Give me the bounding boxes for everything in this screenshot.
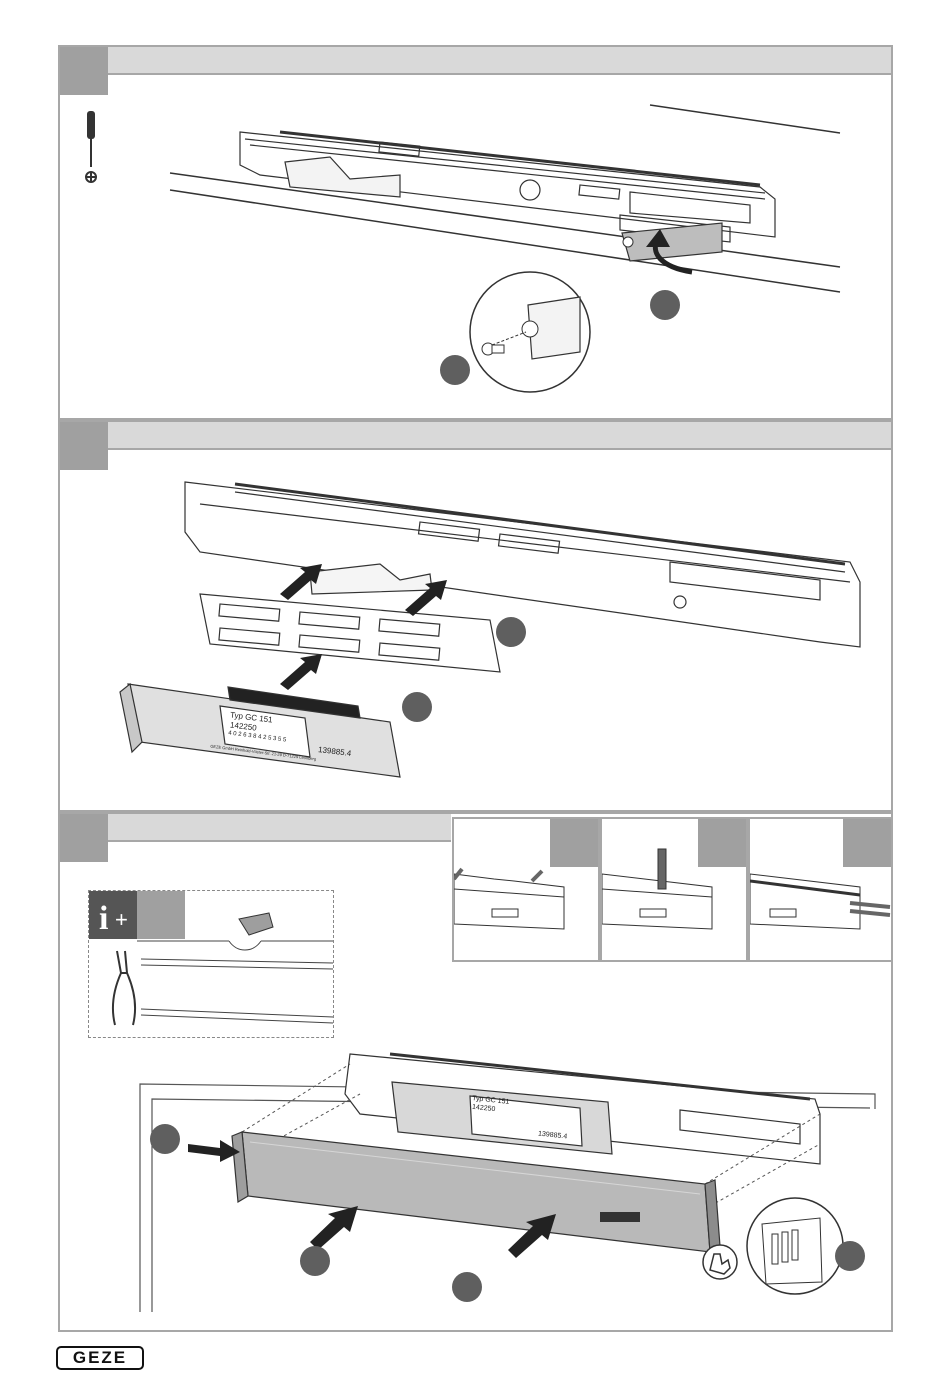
callout-1 [150,1124,180,1154]
step-panel-2: Typ GC 151 142250 4 0 2 6 3 8 4 2 5 3 5 … [58,420,893,812]
push-hand-icon [703,1245,737,1279]
callout-2 [402,692,432,722]
cover-logo [600,1212,640,1222]
step-1-illustration [60,47,895,422]
mounting-frame [200,594,500,672]
drive-housing [345,1054,820,1164]
step-3-illustration [60,814,895,1334]
callout-2 [300,1246,330,1276]
callout-4 [835,1241,865,1271]
cover-hood [242,1132,710,1252]
callout-2 [440,355,470,385]
step-panel-3: i + [58,812,893,1332]
control-module [120,684,400,777]
step-panel-1 [58,45,893,420]
screw-icon [482,343,504,355]
callout-1 [496,617,526,647]
callout-3 [452,1272,482,1302]
screwdriver-icon [86,111,96,182]
step-2-illustration [60,422,895,814]
callout-1 [650,290,680,320]
mounting-bracket [622,223,722,261]
geze-logo: GEZE [56,1346,144,1370]
